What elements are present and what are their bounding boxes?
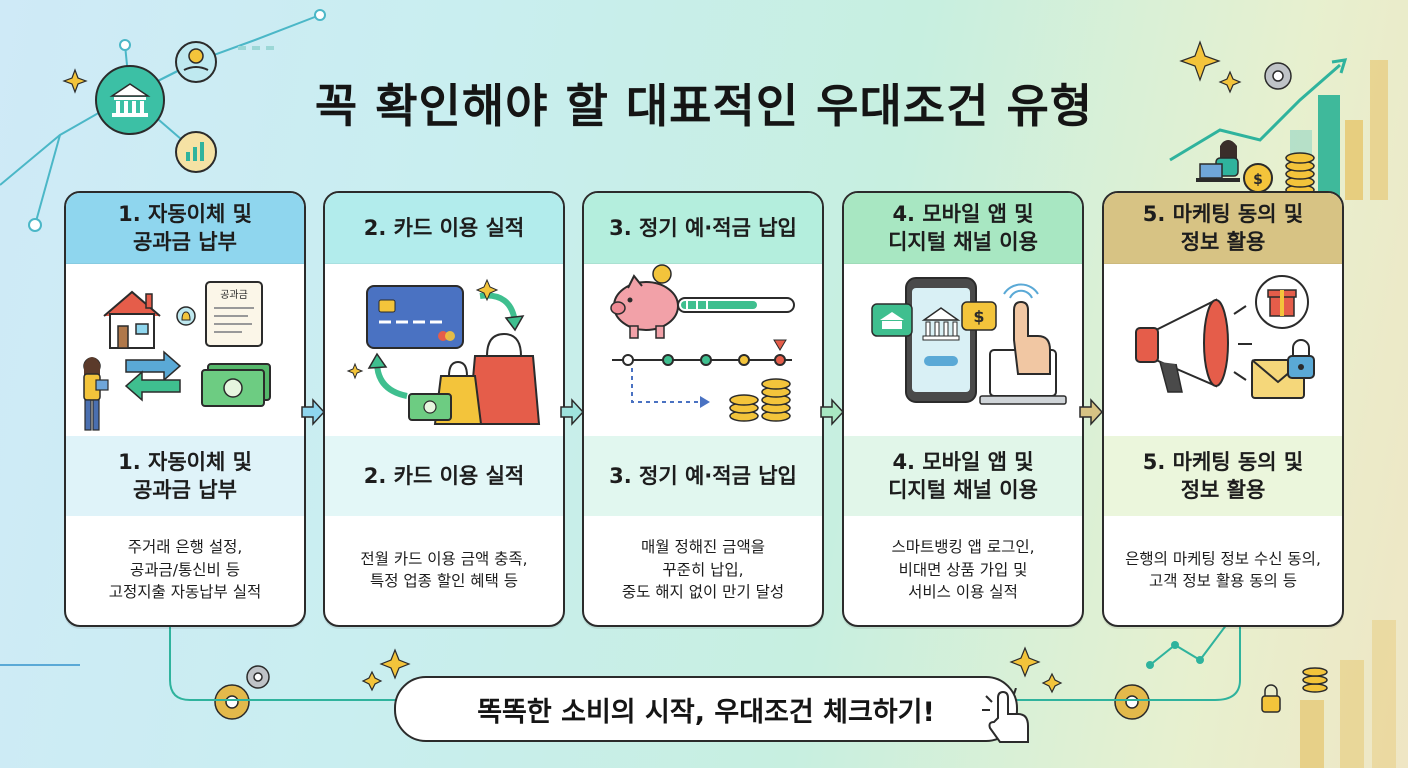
card-savings: 3. 정기 예·적금 납입 — [582, 191, 824, 627]
person-laptop-icon — [1196, 140, 1240, 182]
card-illustration: 공과금 — [66, 264, 304, 436]
pointer-hand-icon — [982, 688, 1029, 743]
piggy-bank-icon — [610, 264, 679, 339]
gift-icon — [1255, 275, 1309, 329]
card-illustration: $ — [844, 264, 1082, 436]
sparkle-icon — [62, 40, 1242, 694]
cash-icon — [201, 363, 271, 407]
card-auto-transfer: 1. 자동이체 및 공과금 납부 공과금 — [64, 191, 306, 627]
card-subtitle: 3. 정기 예·적금 납입 — [584, 436, 822, 516]
cash-icon — [408, 393, 452, 421]
card-header-text: 3. 정기 예·적금 납입 — [609, 215, 797, 240]
arrow-right-icon — [820, 398, 845, 426]
card-marketing-consent: 5. 마케팅 동의 및 정보 활용 — [1102, 191, 1344, 627]
receipt-icon: 공과금 — [205, 281, 263, 347]
card-mobile-app: 4. 모바일 앱 및 디지털 채널 이용 — [842, 191, 1084, 627]
arrow-right-icon — [301, 398, 326, 426]
card-description: 주거래 은행 설정, 공과금/통신비 등 고정지출 자동납부 실적 — [108, 538, 262, 602]
chart-circle-icon — [175, 131, 217, 173]
svg-text:$: $ — [973, 307, 984, 326]
card-header: 1. 자동이체 및 공과금 납부 — [66, 193, 304, 264]
card-subtitle-text: 3. 정기 예·적금 납입 — [609, 463, 797, 488]
card-header: 4. 모바일 앱 및 디지털 채널 이용 — [844, 193, 1082, 264]
gear-icon — [214, 62, 1292, 720]
progress-bar-icon — [677, 297, 795, 313]
timeline-icon — [612, 339, 792, 408]
bank-icon — [921, 307, 961, 341]
card-subtitle-text: 4. 모바일 앱 및 디지털 채널 이용 — [888, 449, 1038, 502]
growth-chart-decoration: $ — [1169, 58, 1388, 200]
card-subtitle-text: 2. 카드 이용 실적 — [363, 463, 525, 488]
coins-icon — [729, 378, 791, 422]
card-description: 은행의 마케팅 정보 수신 동의, 고객 정보 활용 동의 등 — [1125, 549, 1321, 590]
card-illustration — [325, 264, 563, 436]
transfer-arrows-icon — [124, 350, 182, 402]
card-subtitle: 4. 모바일 앱 및 디지털 채널 이용 — [844, 436, 1082, 516]
lock-icon — [1287, 339, 1315, 379]
coin-hand-circle-icon — [175, 41, 217, 83]
credit-card-icon — [366, 285, 464, 349]
page-title: 꼭 확인해야 할 대표적인 우대조건 유형 — [314, 79, 1094, 133]
card-description: 스마트뱅킹 앱 로그인, 비대면 상품 가입 및 서비스 이용 실적 — [891, 538, 1035, 602]
card-subtitle: 1. 자동이체 및 공과금 납부 — [66, 436, 304, 516]
card-subtitle: 5. 마케팅 동의 및 정보 활용 — [1104, 436, 1342, 516]
bank-circle-icon — [95, 65, 165, 135]
bottom-banner-text: 똑똑한 소비의 시작, 우대조건 체크하기! — [477, 696, 935, 728]
svg-text:$: $ — [1253, 172, 1263, 188]
dollar-bubble-icon: $ — [961, 301, 997, 331]
card-header-text: 5. 마케팅 동의 및 정보 활용 — [1142, 201, 1304, 254]
coins-decoration — [1146, 616, 1396, 768]
bottom-banner: 똑똑한 소비의 시작, 우대조건 체크하기! — [394, 676, 1018, 742]
receipt-label: 공과금 — [220, 289, 248, 301]
pointer-hand-icon — [1003, 283, 1051, 375]
card-description: 전월 카드 이용 금액 충족, 특정 업종 할인 혜택 등 — [360, 549, 528, 590]
arrow-right-icon — [1079, 398, 1104, 426]
card-header: 5. 마케팅 동의 및 정보 활용 — [1104, 193, 1342, 264]
card-subtitle-text: 1. 자동이체 및 공과금 납부 — [118, 449, 252, 502]
megaphone-icon — [1135, 298, 1252, 393]
card-header-text: 4. 모바일 앱 및 디지털 채널 이용 — [888, 201, 1038, 254]
card-header-text: 1. 자동이체 및 공과금 납부 — [118, 201, 252, 254]
card-illustration — [584, 264, 822, 436]
card-illustration — [1104, 264, 1342, 436]
card-subtitle: 2. 카드 이용 실적 — [325, 436, 563, 516]
arrow-right-icon — [560, 398, 585, 426]
sparkle-icon — [346, 278, 499, 380]
card-description: 매월 정해진 금액을 꾸준히 납입, 중도 해지 없이 만기 달성 — [621, 538, 785, 602]
house-icon — [103, 290, 161, 349]
card-header: 3. 정기 예·적금 납입 — [584, 193, 822, 264]
person-icon — [83, 357, 109, 431]
bank-bubble-icon — [871, 303, 913, 337]
card-subtitle-text: 5. 마케팅 동의 및 정보 활용 — [1142, 449, 1304, 502]
bell-icon — [176, 306, 196, 326]
card-card-usage: 2. 카드 이용 실적 — [323, 191, 565, 627]
card-header-text: 2. 카드 이용 실적 — [363, 215, 525, 240]
card-header: 2. 카드 이용 실적 — [325, 193, 563, 264]
